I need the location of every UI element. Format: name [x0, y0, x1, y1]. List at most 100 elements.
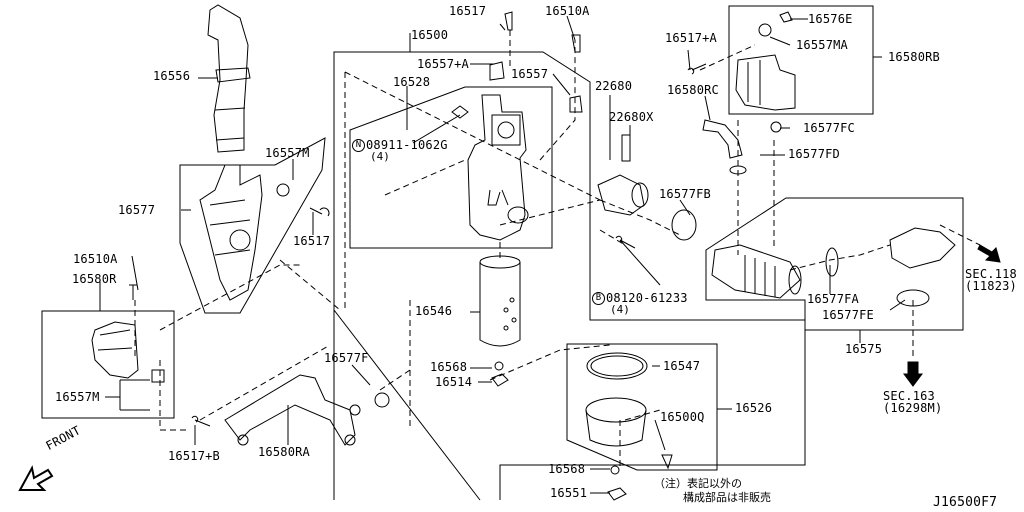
part-label-16557M-top[interactable]: 16557M [265, 146, 310, 160]
part-16557M-grommet-top [276, 183, 290, 197]
part-label-16580R[interactable]: 16580R [72, 272, 117, 286]
part-label-16551[interactable]: 16551 [550, 486, 588, 500]
part-label-16517-left[interactable]: 16517 [293, 234, 331, 248]
part-label-16517A[interactable]: 16517+A [665, 31, 717, 45]
ref-sec118[interactable]: SEC.118 [965, 267, 1017, 281]
part-16568-washer-b [610, 465, 620, 475]
part-16577F-clamp [374, 392, 390, 408]
part-label-16517-top[interactable]: 16517 [449, 4, 487, 18]
part-label-16580RA[interactable]: 16580RA [258, 445, 310, 459]
group-box-16528 [349, 86, 553, 249]
sec118-arrow-icon [977, 244, 1001, 263]
part-label-16547[interactable]: 16547 [663, 359, 701, 373]
part-label-16500[interactable]: 16500 [411, 28, 449, 42]
group-box-16580RB [728, 5, 874, 115]
nut-symbol-icon: N [352, 139, 365, 152]
ref-sec118-code: (11823) [965, 279, 1017, 293]
part-label-16510A-top[interactable]: 16510A [545, 4, 590, 18]
group-box-16580R [41, 310, 175, 419]
part-label-16580RB[interactable]: 16580RB [888, 50, 940, 64]
part-16580RC-hose [702, 119, 743, 159]
part-16528-housing [467, 94, 529, 241]
part-label-16575[interactable]: 16575 [845, 342, 883, 356]
bolt-symbol-icon: B [592, 292, 605, 305]
part-label-16546[interactable]: 16546 [415, 304, 453, 318]
part-16547-seal-inner [590, 355, 644, 377]
part-label-16557A[interactable]: 16557+A [417, 57, 469, 71]
part-label-16557M-bottom[interactable]: 16557M [55, 390, 100, 404]
part-16568-washer-a [494, 361, 504, 371]
part-label-16556[interactable]: 16556 [153, 69, 191, 83]
part-label-16568-a[interactable]: 16568 [430, 360, 468, 374]
part-16517-bolt-top [504, 11, 513, 31]
part-16517-bolt-left [309, 207, 330, 217]
group-box-16575 [705, 197, 964, 331]
part-label-22680X[interactable]: 22680X [609, 110, 654, 124]
part-16500Q-valve [661, 454, 673, 470]
part-16557MA-grommet [758, 23, 772, 37]
group-box-16577 [179, 137, 326, 314]
part-label-16526[interactable]: 16526 [735, 401, 773, 415]
nut-quantity: (4) [370, 150, 390, 163]
assembly-lines [134, 30, 981, 470]
part-16576E-clip [779, 11, 793, 23]
part-16580RB-resonator [735, 54, 796, 111]
part-16551-wing-nut-b [607, 487, 627, 501]
part-label-22680[interactable]: 22680 [595, 79, 633, 93]
part-16557A-grommet [489, 61, 505, 81]
part-label-16580RC[interactable]: 16580RC [667, 83, 719, 97]
part-label-16500Q[interactable]: 16500Q [660, 410, 705, 424]
part-label-16557MA[interactable]: 16557MA [796, 38, 848, 52]
ref-sec163[interactable]: SEC.163 [883, 389, 935, 403]
part-16577FD-clamp [729, 165, 747, 175]
part-16575-intake-duct [711, 227, 956, 299]
connector-lines [99, 15, 906, 501]
diagram-code: J16500F7 [933, 495, 998, 510]
part-16557M-grommet-bottom [151, 369, 165, 383]
part-16526-cup [585, 397, 647, 447]
part-16546-filter-element [479, 255, 521, 347]
part-16547-seal [586, 352, 648, 380]
part-label-16577FC[interactable]: 16577FC [803, 121, 855, 135]
note-line-1: （注）表記以外の [654, 477, 742, 490]
part-16510A-bolt-left [129, 284, 137, 300]
front-arrow-icon [18, 465, 54, 491]
part-16557-grommet [569, 95, 583, 113]
part-label-16528[interactable]: 16528 [393, 75, 431, 89]
part-nut-08911 [451, 105, 469, 119]
bolt-part-number: 08120-61233 [606, 291, 688, 305]
part-16517B-bolt [191, 415, 211, 427]
group-box-16500 [333, 51, 806, 500]
part-22680X-sensor [621, 134, 631, 162]
part-16517A-bolt [687, 63, 707, 75]
part-16514-wing-nut-a [491, 373, 509, 387]
part-16580R-resonator [91, 321, 139, 379]
part-16577FA-clamp [825, 247, 839, 277]
part-label-16514[interactable]: 16514 [435, 375, 473, 389]
part-label-16577[interactable]: 16577 [118, 203, 156, 217]
part-label-16576E[interactable]: 16576E [808, 12, 853, 26]
bolt-quantity: (4) [610, 303, 630, 316]
part-label-16577FB[interactable]: 16577FB [659, 187, 711, 201]
part-16556-duct [207, 4, 251, 153]
part-label-16577FD[interactable]: 16577FD [788, 147, 840, 161]
part-22680-air-flow-meter [597, 174, 649, 216]
part-16510A-bolt-top [571, 34, 581, 53]
part-label-16557[interactable]: 16557 [511, 67, 549, 81]
part-16577-case [199, 164, 263, 301]
part-label-16517B[interactable]: 16517+B [168, 449, 220, 463]
part-label-16577F[interactable]: 16577F [324, 351, 369, 365]
part-label-16568-b[interactable]: 16568 [548, 462, 586, 476]
part-label-16577FA[interactable]: 16577FA [807, 292, 859, 306]
part-16577FC-clamp [770, 121, 782, 133]
note-line-2: 構成部品は非販売 [683, 491, 771, 504]
part-label-16577FE[interactable]: 16577FE [822, 308, 874, 322]
part-bolt-08120 [615, 235, 636, 249]
part-label-16510A-left[interactable]: 16510A [73, 252, 118, 266]
ref-sec163-code: (16298M) [883, 401, 943, 415]
nut-part-number: 08911-1062G [366, 138, 448, 152]
part-16577FE-clamp [896, 289, 930, 307]
